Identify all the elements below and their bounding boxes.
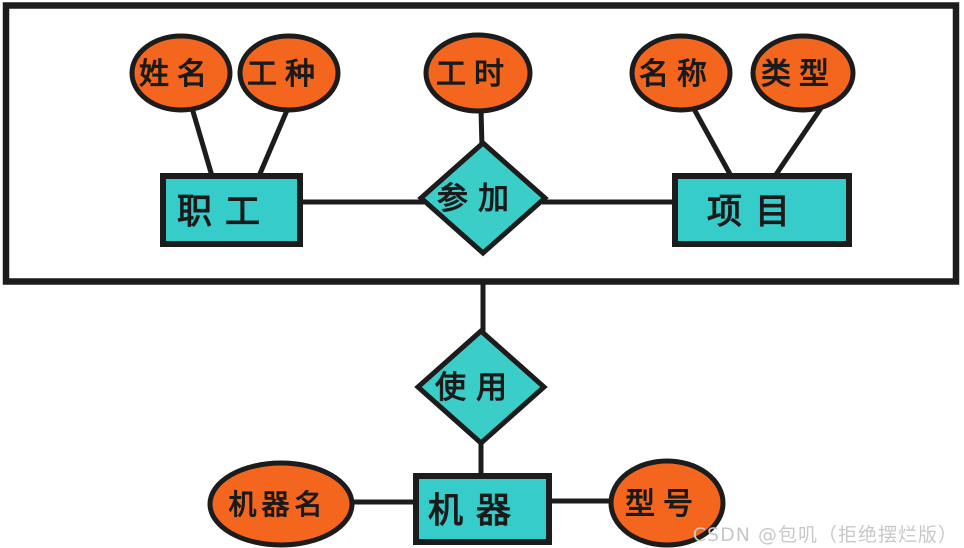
attr-proj-name-ellipse [629,33,733,113]
edge-name-employee [189,107,215,177]
edge-lines [189,106,824,505]
attr-machine-name-ellipse [207,460,355,548]
node-entity-machine: 机器 [413,473,552,545]
rel-participate-diamond [417,139,549,257]
edge-projname-project [691,107,734,178]
node-attr-name: 姓名 [129,33,233,113]
attr-proj-name-label: 名称 [639,57,715,92]
attr-work-hours-ellipse [423,32,533,114]
node-attr-model: 型号 [608,458,726,548]
attr-model-ellipse [608,458,726,548]
attr-proj-type-label: 类型 [761,57,837,92]
node-attr-machine-name: 机器名 [207,460,355,548]
edge-workhours-participate [478,108,485,148]
entity-project-rect [672,173,852,247]
node-attr-work-hours: 工时 [423,32,533,114]
rel-use-diamond [414,327,548,447]
watermark: CSDN @包叽（拒绝摆烂版） [693,524,958,546]
attr-name-ellipse [129,33,233,113]
node-attr-job-type: 工种 [237,33,341,113]
entity-machine-rect [413,473,552,545]
node-rel-use: 使用 [414,327,548,447]
node-entity-project: 项目 [672,173,852,247]
attr-model-label: 型号 [625,487,701,522]
attr-proj-type-ellipse [750,33,856,113]
node-rel-participate: 参加 [417,139,549,257]
attr-work-hours-label: 工时 [436,57,512,92]
attr-machine-name-label: 机器名 [228,488,327,521]
edge-jobtype-employee [256,107,291,177]
attr-job-type-ellipse [237,33,341,113]
node-attr-proj-type: 类型 [750,33,856,113]
rel-participate-label: 参加 [437,181,519,217]
edge-projtype-project [772,106,824,178]
entity-employee-rect [160,173,303,247]
top-section-frame [2,2,960,285]
entity-machine-label: 机器 [428,492,524,532]
entity-employee-label: 职工 [177,193,273,233]
attr-name-label: 姓名 [139,57,215,92]
node-attr-proj-name: 名称 [629,33,733,113]
attr-job-type-label: 工种 [247,57,323,92]
node-entity-employee: 职工 [160,173,303,247]
entity-project-label: 项目 [707,193,803,233]
rel-use-label: 使用 [434,370,517,406]
